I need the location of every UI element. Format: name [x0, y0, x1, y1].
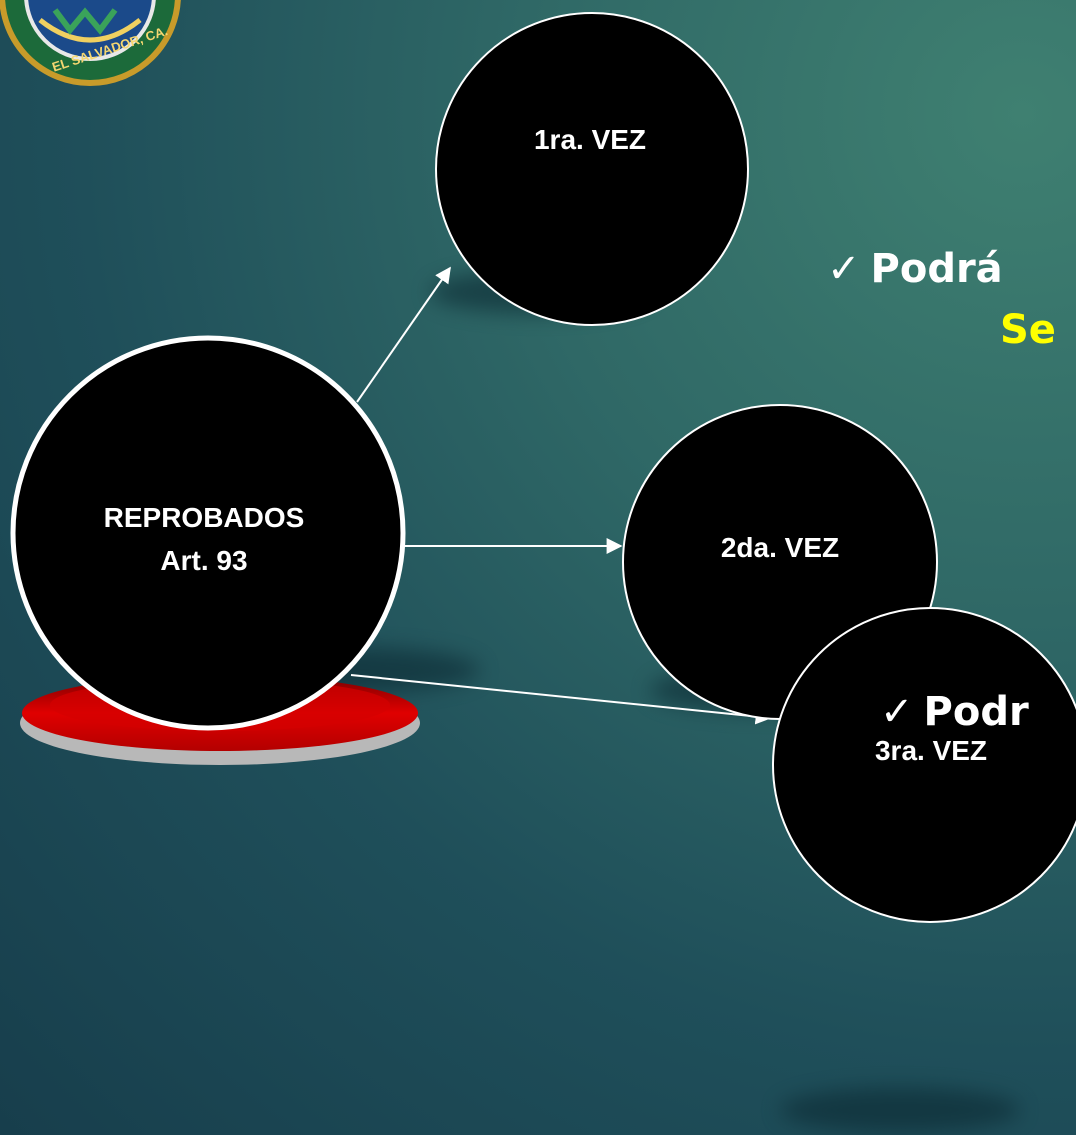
node-shadow [780, 1088, 1020, 1132]
logo-seal [0, 0, 181, 86]
node-reprobados-article: Art. 93 [160, 545, 247, 576]
node-3ra-vez-label: 3ra. VEZ [875, 735, 987, 766]
node-3ra-vez [772, 607, 1076, 923]
bullet-podra-1-text: Podrá [870, 246, 1003, 292]
bullet-podra-1: ✓Podrá [827, 244, 1076, 294]
node-1ra-vez-label: 1ra. VEZ [534, 124, 646, 155]
check-icon: ✓ [880, 689, 914, 735]
bullet-podra-2: ✓Podr [880, 687, 1076, 737]
bullet-podra-2-text: Podr [923, 689, 1029, 735]
node-1ra-vez [435, 12, 749, 326]
bullet-highlight-se: Se [1000, 307, 1056, 353]
arrow-to-1ra [356, 266, 451, 403]
arrow-to-3ra [350, 674, 772, 725]
node-reprobados-title: REPROBADOS [104, 502, 305, 533]
node-reprobados [10, 335, 406, 731]
check-icon: ✓ [827, 246, 861, 292]
node-2da-vez-label: 2da. VEZ [721, 532, 839, 563]
